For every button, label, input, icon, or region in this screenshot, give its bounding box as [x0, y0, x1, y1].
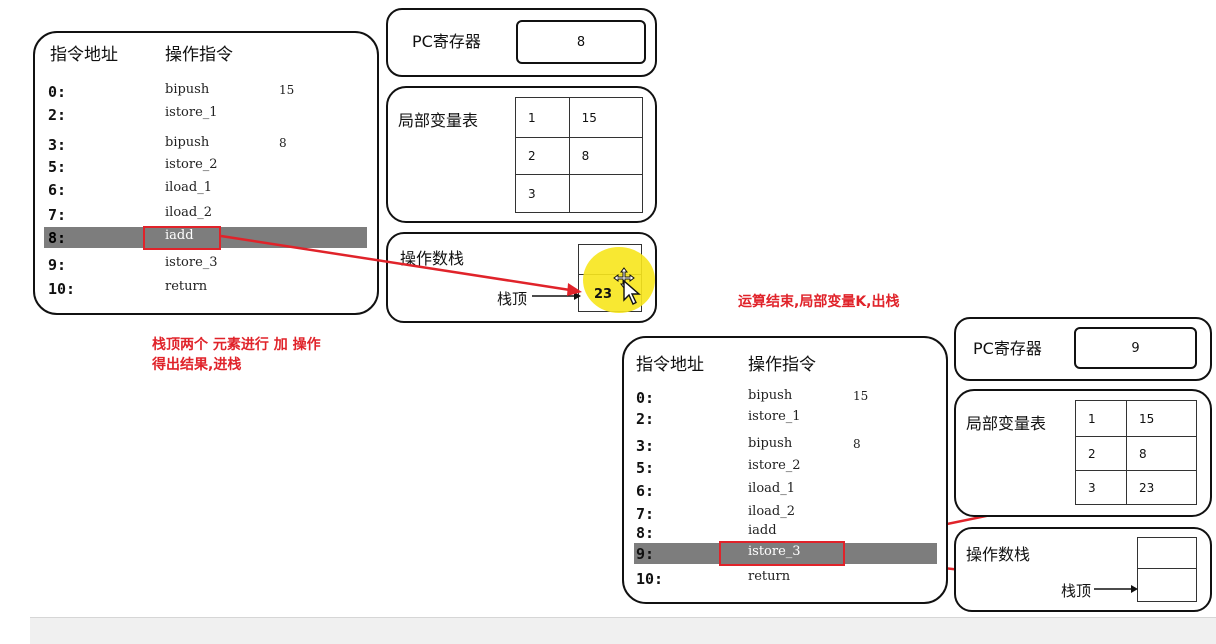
row-instruction: iadd [748, 523, 777, 538]
row-operand: 8 [853, 437, 861, 451]
row-instruction: iload_1 [165, 180, 212, 195]
row-instruction: istore_2 [165, 157, 218, 172]
operand-stack-slot-top [1137, 568, 1197, 602]
row-instruction: return [748, 569, 791, 584]
lvt-index: 1 [515, 97, 570, 138]
row-address: 3: [48, 136, 67, 154]
row-address: 6: [636, 482, 655, 500]
operand-stack-panel [954, 527, 1212, 612]
lvt-value: 8 [568, 137, 644, 175]
cursor-highlight [583, 247, 655, 313]
lvt-value: 23 [1126, 470, 1197, 505]
row-instruction: bipush [748, 436, 793, 451]
row-instruction: bipush [748, 388, 793, 403]
lvt-index: 1 [1074, 400, 1128, 437]
pc-register-label: PC寄存器 [973, 339, 1042, 358]
operand-stack-slot-upper [1137, 537, 1197, 569]
row-address: 2: [48, 106, 67, 124]
program-panel [33, 31, 379, 315]
row-instruction: istore_2 [748, 458, 801, 473]
row-instruction: iload_2 [748, 504, 795, 519]
header-instruction: 操作指令 [748, 355, 816, 375]
row-instruction: iadd [165, 228, 194, 243]
row-address: 6: [48, 181, 67, 199]
row-instruction: istore_3 [165, 255, 218, 270]
pc-value-text: 9 [1131, 340, 1140, 356]
row-operand: 15 [279, 83, 295, 97]
row-address: 9: [48, 256, 67, 274]
row-instruction: istore_1 [748, 409, 801, 424]
row-address: 5: [48, 158, 67, 176]
row-address: 9: [636, 545, 655, 563]
local-variables-label: 局部变量表 [966, 414, 1047, 433]
lvt-value: 15 [1126, 400, 1197, 437]
stack-top-arrow [1094, 585, 1138, 593]
row-address: 0: [636, 389, 655, 407]
pc-register-panel [386, 8, 657, 77]
pc-register-value: 8 [516, 20, 646, 64]
lvt-index: 2 [1074, 436, 1128, 471]
row-operand: 15 [853, 389, 869, 403]
lvt-value: 8 [1126, 436, 1197, 471]
note-line-1: 栈顶两个 元素进行 加 操作 [152, 337, 321, 353]
iadd-highlight-box [143, 226, 221, 250]
row-address: 3: [636, 437, 655, 455]
row-address: 2: [636, 410, 655, 428]
row-instruction: istore_1 [165, 105, 218, 120]
lvt-value [568, 174, 644, 213]
operand-stack-label: 操作数栈 [400, 249, 465, 268]
row-address: 5: [636, 459, 655, 477]
current-instruction-highlight [634, 543, 937, 564]
stack-top-label: 栈顶 [497, 290, 528, 308]
bottom-scroll-bar[interactable] [30, 617, 1216, 644]
row-instruction: iload_2 [165, 205, 212, 220]
operand-stack-label: 操作数栈 [966, 545, 1031, 564]
header-address: 指令地址 [636, 355, 704, 375]
row-address: 8: [636, 524, 655, 542]
row-address: 7: [636, 505, 655, 523]
stack-top-value: 23 [594, 287, 613, 302]
pc-value-text: 8 [576, 34, 586, 50]
header-instruction: 操作指令 [165, 45, 233, 65]
row-address: 0: [48, 83, 67, 101]
lvt-index: 3 [515, 174, 570, 213]
pointer-cursor-icon [623, 280, 641, 305]
header-address: 指令地址 [50, 45, 118, 65]
row-instruction: istore_3 [748, 544, 801, 559]
stack-top-label: 栈顶 [1061, 582, 1092, 600]
istore3-highlight-box [719, 541, 845, 566]
row-instruction: bipush [165, 82, 210, 97]
row-operand: 8 [279, 136, 287, 150]
row-address: 7: [48, 206, 67, 224]
row-address: 10: [636, 570, 664, 588]
pc-register-value: 9 [1074, 327, 1197, 369]
pc-register-label: PC寄存器 [412, 32, 481, 51]
row-address: 8: [48, 229, 67, 247]
local-variables-label: 局部变量表 [398, 111, 479, 130]
lvt-index: 2 [515, 137, 570, 175]
lvt-value: 15 [568, 97, 644, 138]
row-instruction: return [165, 279, 208, 294]
stack-top-arrow [532, 292, 581, 300]
row-address: 10: [48, 280, 76, 298]
row-instruction: iload_1 [748, 481, 795, 496]
row-instruction: bipush [165, 135, 210, 150]
note-line-2: 得出结果,进栈 [152, 357, 242, 373]
lvt-index: 3 [1074, 470, 1128, 505]
right-caption: 运算结束,局部变量K,出栈 [738, 294, 900, 310]
